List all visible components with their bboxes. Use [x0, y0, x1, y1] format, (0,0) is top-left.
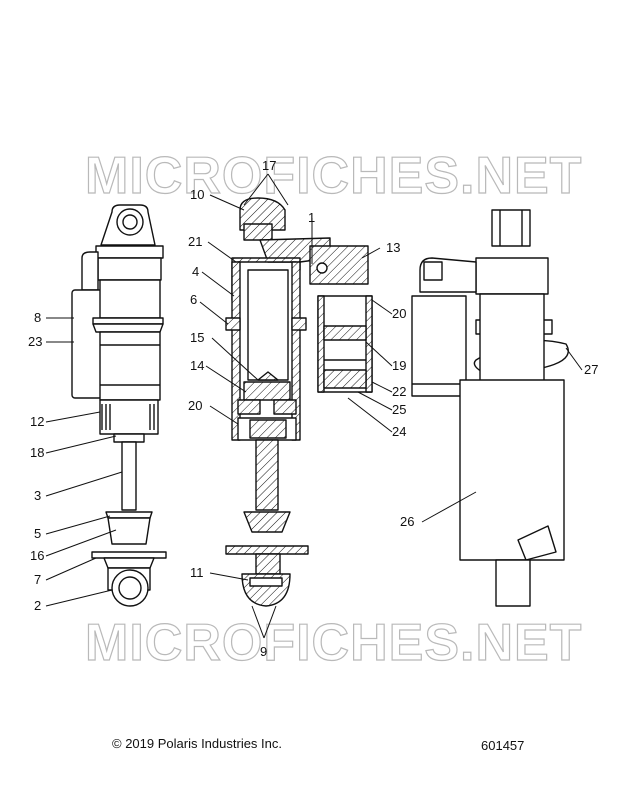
callout-13: 13 — [386, 240, 400, 255]
callout-5: 5 — [34, 526, 41, 541]
watermark-bottom: MICROFICHES.NET — [85, 614, 582, 672]
left-shock-assembly — [71, 204, 167, 607]
callout-23: 23 — [28, 334, 42, 349]
center-section-view — [225, 197, 373, 607]
callout-labels: 17 10 1 21 13 4 6 20 15 14 19 22 20 25 2… — [28, 158, 598, 659]
watermark-top: MICROFICHES.NET — [85, 147, 582, 205]
callout-6: 6 — [190, 292, 197, 307]
leader-lines — [45, 173, 583, 639]
callout-25: 25 — [392, 402, 406, 417]
callout-20-left: 20 — [188, 398, 202, 413]
callout-2: 2 — [34, 598, 41, 613]
callout-4: 4 — [192, 264, 199, 279]
callout-24: 24 — [392, 424, 406, 439]
callout-1: 1 — [308, 210, 315, 225]
callout-14: 14 — [190, 358, 204, 373]
right-shock-assembly — [411, 209, 569, 607]
callout-26: 26 — [400, 514, 414, 529]
callout-19: 19 — [392, 358, 406, 373]
callout-27: 27 — [584, 362, 598, 377]
copyright-text: © 2019 Polaris Industries Inc. — [112, 736, 282, 751]
callout-11: 11 — [190, 565, 204, 580]
callout-22: 22 — [392, 384, 406, 399]
callout-12: 12 — [30, 414, 44, 429]
callout-15: 15 — [190, 330, 204, 345]
callout-20-right: 20 — [392, 306, 406, 321]
callout-21: 21 — [188, 234, 202, 249]
callout-8: 8 — [34, 310, 41, 325]
callout-7: 7 — [34, 572, 41, 587]
figure-number: 601457 — [481, 738, 525, 753]
callout-3: 3 — [34, 488, 41, 503]
callout-18: 18 — [30, 445, 44, 460]
callout-16: 16 — [30, 548, 44, 563]
callout-17: 17 — [262, 158, 276, 173]
callout-10: 10 — [190, 187, 204, 202]
callout-9: 9 — [260, 644, 267, 659]
